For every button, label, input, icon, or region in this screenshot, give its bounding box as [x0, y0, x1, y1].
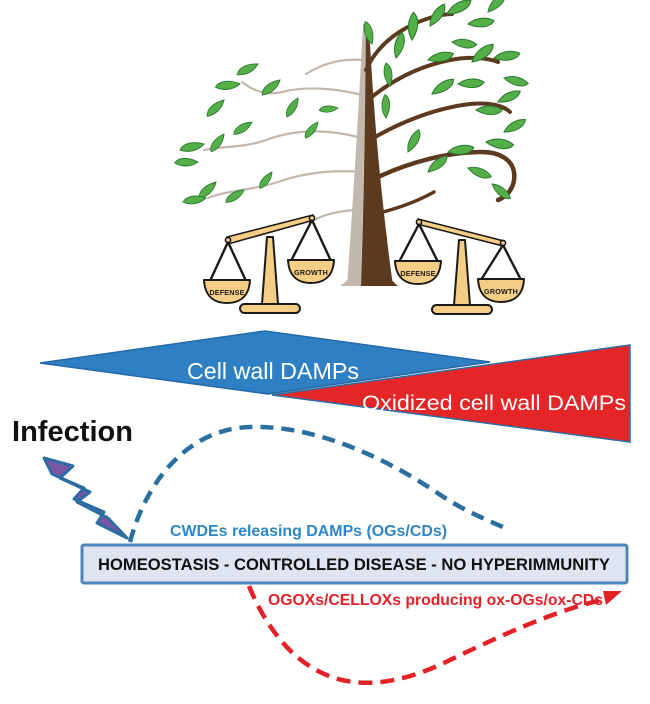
infection-label: Infection	[12, 416, 133, 448]
balance-scale-left: DEFENSE GROWTH	[203, 214, 335, 314]
leaf-icon	[179, 139, 205, 155]
pan-strings	[479, 244, 523, 281]
lightning-bolt-icon	[42, 456, 129, 540]
balance-scale-right: DEFENSE GROWTH	[394, 218, 525, 315]
red-curve-arrowhead-icon	[603, 591, 622, 605]
leaf-icon	[301, 121, 323, 139]
beam-end-ring	[224, 236, 232, 244]
tree-icon	[174, 0, 529, 286]
branch	[368, 101, 512, 142]
blue-dashed-curve	[127, 424, 506, 543]
pan-growth-label: GROWTH	[484, 287, 518, 296]
scale-pillar	[261, 236, 279, 305]
branch	[240, 80, 364, 97]
beam-end-ring	[415, 218, 423, 226]
branches-right	[364, 12, 517, 217]
root-left	[340, 266, 360, 286]
scale-base	[239, 303, 301, 314]
pan-growth-label: GROWTH	[294, 268, 328, 277]
leaf-icon	[174, 153, 199, 172]
pan-defense-label: DEFENSE	[400, 269, 435, 278]
branch	[369, 149, 517, 203]
blue-bar-label: Cell wall DAMPs	[187, 358, 359, 384]
leaf-icon	[281, 97, 304, 118]
branch	[304, 58, 365, 76]
leaf-icon	[502, 118, 528, 133]
leaf-icon	[401, 11, 424, 41]
cwdes-label: CWDEs releasing DAMPs (OGs/CDs)	[170, 523, 447, 540]
pan-strings	[208, 241, 248, 282]
branch	[206, 170, 364, 200]
pan-growth-bowl	[477, 278, 525, 303]
pan-defense-bowl	[203, 279, 251, 304]
leaf-icon	[467, 13, 495, 32]
homeostasis-label: HOMEOSTASIS - CONTROLLED DISEASE - NO HY…	[98, 555, 611, 574]
pan-defense-bowl	[394, 260, 442, 285]
pan-defense-label: DEFENSE	[209, 288, 244, 297]
branch	[366, 55, 500, 102]
leaf-icon	[467, 160, 493, 185]
leaf-icon	[235, 63, 260, 76]
leaf-icon	[457, 73, 485, 93]
beam-end-ring	[308, 214, 316, 222]
trunk-pale-half	[347, 24, 367, 286]
leaf-icon	[231, 121, 255, 136]
beam-end-ring	[499, 239, 507, 247]
pan-strings	[397, 223, 440, 263]
red-bar-label: Oxidized cell wall DAMPs	[362, 392, 626, 415]
branch	[368, 190, 436, 217]
leaf-icon	[444, 0, 474, 15]
leaf-icon	[451, 32, 478, 54]
pan-growth-bowl	[287, 259, 335, 284]
leaf-icon	[318, 102, 339, 116]
homeostasis-box	[80, 543, 629, 585]
leaf-icon	[429, 78, 457, 95]
leaf-icon	[203, 99, 228, 118]
scale-pillar	[453, 239, 471, 306]
pan-strings	[289, 219, 333, 262]
leaf-icon	[503, 69, 529, 92]
blue-gradient-wedge	[39, 330, 491, 395]
leaf-icon	[400, 128, 426, 153]
leaf-icon	[483, 0, 510, 13]
red-gradient-wedge	[271, 344, 631, 443]
trunk-brown-half	[361, 24, 393, 286]
leaf-icon	[376, 94, 395, 119]
leaf-icon	[214, 77, 241, 95]
ogoxs-label: OGOXs/CELLOXs producing ox-OGs/ox-CDs	[268, 592, 603, 609]
branch	[202, 130, 364, 152]
leaf-icon	[496, 90, 522, 103]
root-right	[377, 263, 398, 286]
scale-base	[431, 304, 493, 315]
